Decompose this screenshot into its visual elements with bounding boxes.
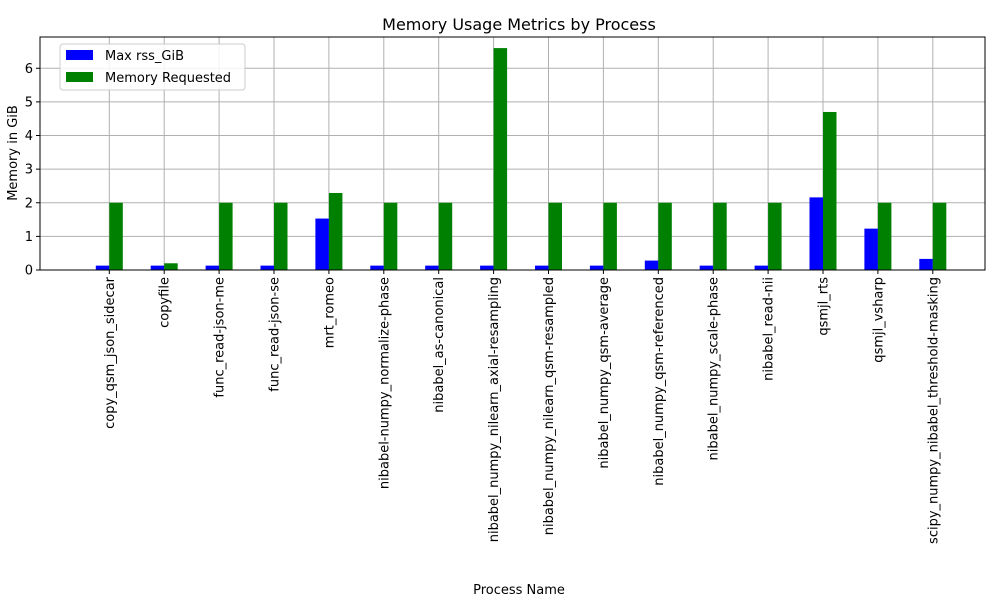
x-axis-label: Process Name [473, 583, 565, 598]
bar-memory-requested-nibabel_numpy_qsm-referenced [658, 202, 672, 270]
bar-memory-requested-qsmjl_vsharp [877, 202, 892, 270]
bar-max-rss-mrt_romeo [315, 218, 329, 270]
y-tick-label: 4 [25, 129, 33, 144]
x-tick-label: func_read-json-me [213, 277, 228, 398]
bar-max-rss-scipy_numpy_nibabel_threshold-masking [919, 258, 933, 270]
x-tick-label: nibabel_numpy_qsm-referenced [652, 277, 667, 486]
bar-memory-requested-nibabel_numpy_nilearn_qsm-resampled [548, 202, 562, 270]
x-tick-label: func_read-json-se [268, 277, 283, 392]
legend-swatch-memory-requested [66, 72, 93, 82]
bar-memory-requested-func_read-json-me [219, 202, 233, 270]
bar-memory-requested-nibabel-numpy_normalize-phase [383, 202, 398, 270]
y-tick-label: 2 [25, 196, 33, 211]
bar-memory-requested-mrt_romeo [328, 193, 343, 270]
x-tick-label: scipy_numpy_nibabel_threshold-masking [926, 277, 941, 544]
y-tick-label: 3 [25, 163, 33, 178]
bar-max-rss-qsmjl_rts [809, 197, 823, 270]
y-axis-label: Memory in GiB [6, 105, 21, 201]
bar-memory-requested-nibabel_numpy_scale-phase [713, 202, 727, 270]
bar-max-rss-func_read-json-se [260, 265, 274, 270]
y-tick-label: 1 [25, 230, 33, 245]
bar-max-rss-nibabel_numpy_qsm-average [589, 265, 604, 270]
bar-memory-requested-nibabel_numpy_qsm-average [603, 202, 617, 270]
bar-memory-requested-copyfile [164, 263, 178, 270]
bar-memory-requested-nibabel_as-canonical [438, 202, 453, 270]
bar-memory-requested-copy_qsm_json_sidecar [109, 202, 123, 270]
bar-max-rss-copy_qsm_json_sidecar [95, 265, 110, 270]
bar-max-rss-qsmjl_vsharp [864, 228, 878, 270]
legend-label-max-rss: Max rss_GiB [105, 49, 184, 64]
y-tick-label: 6 [25, 62, 33, 77]
x-tick-label: nibabel_as-canonical [432, 277, 447, 413]
y-axis: 0 1 2 3 4 5 6 [25, 62, 40, 279]
bar-max-rss-nibabel-numpy_normalize-phase [370, 265, 384, 270]
chart-title: Memory Usage Metrics by Process [382, 15, 656, 34]
bar-max-rss-copyfile [150, 265, 165, 270]
x-tick-label: qsmjl_rts [817, 277, 832, 336]
x-tick-label: nibabel_read-nii [762, 277, 777, 381]
bar-max-rss-nibabel_numpy_nilearn_axial-resampling [480, 265, 494, 270]
legend-label-memory-requested: Memory Requested [105, 71, 231, 86]
y-tick-label: 0 [25, 264, 33, 279]
x-tick-label: copy_qsm_json_sidecar [103, 276, 118, 429]
x-tick-label: nibabel_numpy_qsm-average [597, 277, 612, 469]
x-axis: copy_qsm_json_sidecar copyfile func_read-j… [103, 270, 941, 544]
bar-max-rss-nibabel_numpy_scale-phase [699, 265, 714, 270]
x-tick-label: copyfile [158, 277, 173, 328]
legend: Max rss_GiB Memory Requested [59, 43, 246, 91]
bars [95, 48, 947, 270]
x-tick-label: nibabel_numpy_nilearn_qsm-resampled [542, 277, 557, 535]
bar-max-rss-nibabel_read-nii [754, 265, 769, 270]
bar-memory-requested-nibabel_read-nii [768, 202, 782, 270]
bar-memory-requested-scipy_numpy_nibabel_threshold-masking [932, 202, 947, 270]
axes-frame [39, 36, 986, 271]
bar-max-rss-nibabel_numpy_nilearn_qsm-resampled [535, 265, 549, 270]
bar-memory-requested-nibabel_numpy_nilearn_axial-resampling [493, 48, 508, 270]
x-tick-label: qsmjl_vsharp [871, 277, 886, 363]
x-tick-label: nibabel_numpy_nilearn_axial-resampling [487, 277, 502, 542]
bar-memory-requested-qsmjl_rts [823, 111, 837, 270]
bar-memory-requested-func_read-json-se [274, 202, 288, 270]
x-tick-label: mrt_romeo [322, 277, 337, 348]
bar-max-rss-nibabel_numpy_qsm-referenced [644, 260, 659, 270]
x-tick-label: nibabel_numpy_scale-phase [707, 277, 722, 460]
x-tick-label: nibabel-numpy_normalize-phase [377, 277, 392, 489]
y-tick-label: 5 [25, 95, 33, 110]
bar-max-rss-func_read-json-me [205, 265, 220, 270]
bar-max-rss-nibabel_as-canonical [425, 265, 439, 270]
legend-swatch-max-rss [66, 50, 93, 60]
